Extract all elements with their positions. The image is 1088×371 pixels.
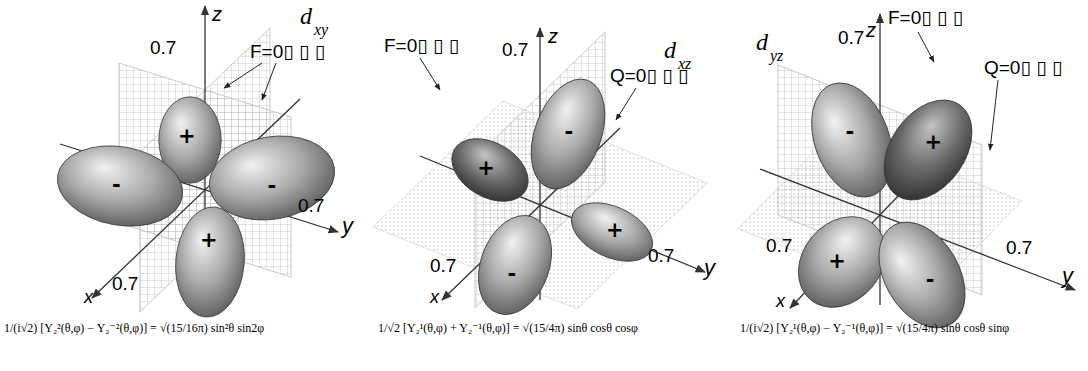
lobe-sign: + bbox=[606, 220, 624, 241]
leader-line bbox=[616, 88, 636, 120]
axis-label: 0.7 bbox=[838, 28, 864, 48]
axis-label: 0.7 bbox=[298, 196, 324, 216]
leader-line bbox=[918, 32, 934, 62]
orbital-formula: 1/(i√2) [Y₂²(θ,φ) − Y₂⁻²(θ,φ)] = √(15/16… bbox=[4, 322, 349, 335]
lobe-sign: + bbox=[178, 126, 196, 147]
lobe-sign: - bbox=[112, 175, 121, 196]
axis-label: 0.7 bbox=[430, 256, 456, 276]
lobe-outline bbox=[171, 204, 249, 320]
lobe-outline bbox=[866, 83, 990, 216]
axis-label: 0.7 bbox=[502, 40, 528, 60]
axis-label: d bbox=[756, 30, 768, 55]
axis-label: 0.7 bbox=[112, 274, 138, 294]
axis-label: xy bbox=[314, 22, 328, 39]
axis-label: y bbox=[1062, 264, 1073, 287]
lobe-outline bbox=[562, 191, 662, 273]
lobe-sign: - bbox=[845, 122, 854, 143]
axis-label: 0.7 bbox=[648, 246, 674, 266]
lobe-sign: + bbox=[200, 229, 218, 250]
leader-line bbox=[262, 63, 276, 100]
lobe-outline bbox=[51, 136, 189, 235]
axis-label: yz bbox=[770, 48, 783, 65]
axis-label: z bbox=[548, 26, 558, 47]
axis-label: x bbox=[84, 288, 93, 307]
lobe-sign: + bbox=[925, 131, 943, 152]
lobe-shape bbox=[170, 203, 249, 321]
orbital-lobe: + bbox=[170, 203, 249, 321]
orbital-formula: 1/√2 [Y₂¹(θ,φ) + Y₂⁻¹(θ,φ)] = √(15/4π) s… bbox=[378, 322, 723, 335]
lobe-outline bbox=[441, 126, 540, 214]
axis-label: z bbox=[212, 4, 222, 25]
axis-label: y bbox=[342, 214, 353, 237]
leader-line bbox=[224, 63, 262, 88]
axis-label: F=0▯ ▯ ▯ bbox=[384, 36, 459, 56]
lobe-sign: + bbox=[829, 250, 847, 271]
axis-label: F=0▯ ▯ ▯ bbox=[888, 8, 963, 28]
axis-label: F=0▯ ▯ ▯ bbox=[250, 42, 325, 62]
axis-label: 0.7 bbox=[766, 236, 792, 256]
lobe-outline bbox=[465, 205, 564, 325]
lobe-sign: - bbox=[925, 269, 934, 290]
lobe-sign: - bbox=[267, 176, 276, 197]
axis-label: y bbox=[704, 256, 715, 279]
axis-label: Q=0▯ ▯ ▯ bbox=[610, 66, 688, 86]
axis-label: x bbox=[430, 288, 439, 307]
axis-label: d bbox=[300, 4, 312, 29]
lobe-sign: - bbox=[507, 264, 516, 285]
leader-line bbox=[420, 58, 440, 90]
orbital-formula: 1/(i√2) [Y₂¹(θ,φ) − Y₂⁻¹(θ,φ)] = √(15/4π… bbox=[740, 322, 1080, 335]
lobe-sign: - bbox=[564, 122, 573, 143]
axis-label: z bbox=[866, 20, 876, 41]
axis-label: x bbox=[776, 292, 785, 311]
axis-label: 0.7 bbox=[150, 38, 176, 58]
axis-label: Q=0▯ ▯ ▯ bbox=[984, 58, 1062, 78]
lobe-outline bbox=[517, 69, 619, 199]
axis-label: d bbox=[664, 38, 676, 63]
axis-label: 0.7 bbox=[1006, 238, 1032, 258]
lobe-sign: + bbox=[478, 157, 496, 178]
leader-line bbox=[990, 80, 998, 150]
